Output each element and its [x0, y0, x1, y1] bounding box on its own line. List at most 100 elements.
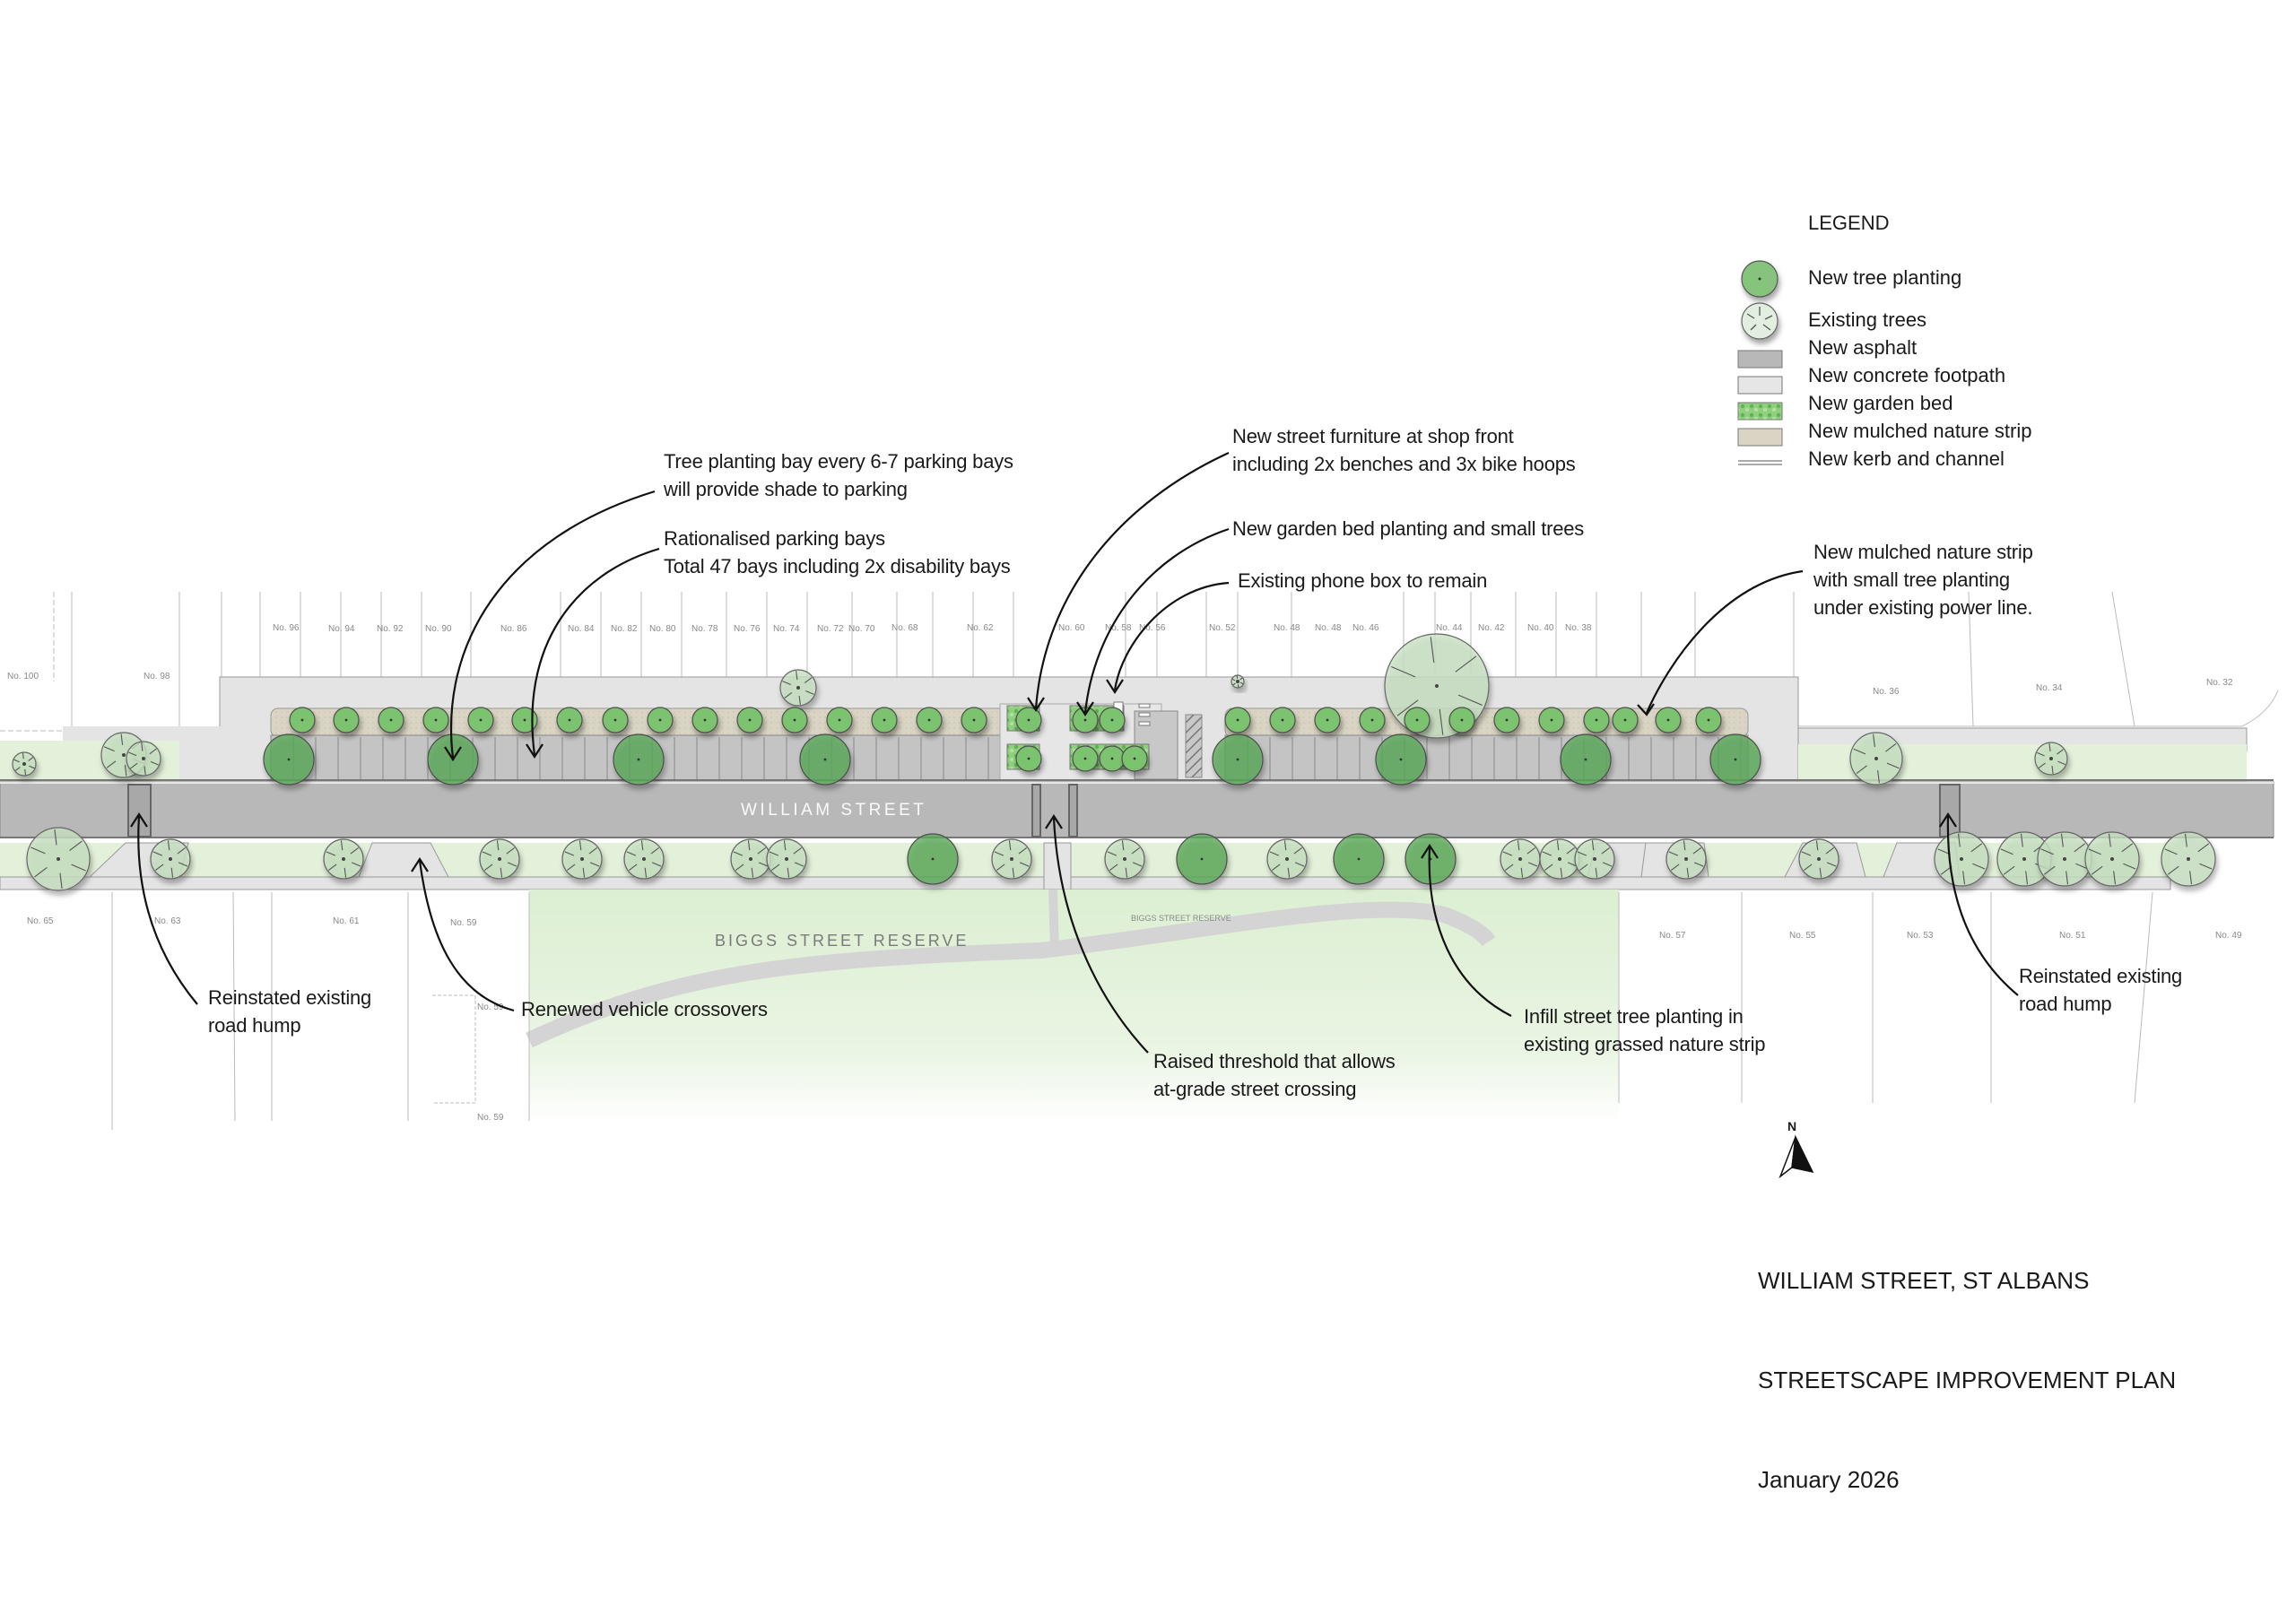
svg-text:BIGGS STREET RESERVE: BIGGS STREET RESERVE: [715, 932, 969, 950]
svg-text:No. 80: No. 80: [649, 624, 676, 634]
new-tree: [1099, 745, 1126, 772]
legend-item-concrete: New concrete footpath: [1808, 364, 2006, 386]
new-tree: [602, 707, 629, 733]
new-tree: [1612, 707, 1639, 733]
title-line-2: STREETSCAPE IMPROVEMENT PLAN: [1758, 1367, 2177, 1393]
svg-text:No. 86: No. 86: [500, 624, 527, 634]
svg-text:No. 70: No. 70: [848, 624, 875, 634]
arrow-phone: [1113, 581, 1230, 691]
existing-tree: [991, 838, 1032, 880]
annotation-phone-box: Existing phone box to remain: [1238, 569, 1488, 592]
bike-hoop: [1138, 721, 1151, 726]
svg-text:No. 32: No. 32: [2206, 678, 2233, 688]
annotation-tree-bay: Tree planting bay every 6-7 parking bays…: [664, 450, 1013, 500]
arrow-garden: [1083, 527, 1230, 714]
svg-text:No. 44: No. 44: [1436, 623, 1463, 633]
lot-labels-south: No. 65 No. 63 No. 61 No. 59 No. 59 No. 5…: [27, 916, 2242, 1123]
svg-text:No. 90: No. 90: [425, 624, 452, 634]
existing-tree: [1231, 674, 1245, 689]
svg-text:No. 74: No. 74: [773, 624, 800, 634]
existing-tree: [323, 838, 364, 880]
svg-text:No. 48: No. 48: [1274, 623, 1300, 633]
existing-tree: [1539, 838, 1580, 880]
lot-labels-north: No. 100 No. 98 No. 96 No. 94 No. 92 No. …: [7, 623, 2233, 697]
title-block: WILLIAM STREET, ST ALBANS STREETSCAPE IM…: [1758, 1198, 2176, 1530]
kerb-icon: [1738, 460, 1782, 465]
svg-text:No. 62: No. 62: [967, 623, 994, 633]
svg-text:No. 57: No. 57: [1659, 931, 1686, 941]
new-tree: [422, 707, 449, 733]
mulch-swatch: [1737, 428, 1783, 447]
svg-text:No. 38: No. 38: [1565, 623, 1592, 633]
bike-hoop: [1138, 703, 1151, 708]
existing-tree: [561, 838, 603, 880]
new-tree: [691, 707, 718, 733]
new-tree: [1695, 707, 1722, 733]
lot-boundaries-north: [0, 591, 2279, 732]
new-tree: [1176, 833, 1228, 885]
svg-text:No. 46: No. 46: [1352, 623, 1379, 633]
new-tree: [1212, 733, 1264, 785]
arrow-mulch: [1645, 569, 1804, 714]
road-hump-west: [127, 784, 152, 838]
arrow-hump-east: [1946, 815, 2019, 996]
existing-tree: [479, 838, 520, 880]
legend-title: LEGEND: [1808, 212, 1890, 234]
existing-tree: [2084, 831, 2140, 887]
svg-text:No. 78: No. 78: [691, 624, 718, 634]
annotation-furniture: New street furniture at shop front inclu…: [1232, 425, 1576, 475]
new-tree: [1538, 707, 1565, 733]
lot-boundaries-south: [111, 891, 2153, 1130]
new-tree: [378, 707, 404, 733]
annotation-threshold: Raised threshold that allows at-grade st…: [1153, 1050, 1396, 1100]
svg-text:No. 72: No. 72: [817, 624, 844, 634]
existing-tree: [12, 751, 37, 777]
svg-text:No. 63: No. 63: [154, 916, 181, 926]
new-tree: [961, 707, 987, 733]
new-tree: [1224, 707, 1251, 733]
svg-text:No. 76: No. 76: [734, 624, 761, 634]
new-tree: [1404, 707, 1431, 733]
new-tree: [1314, 707, 1341, 733]
svg-text:No. 59: No. 59: [450, 918, 477, 928]
svg-text:No. 68: No. 68: [891, 623, 918, 633]
existing-tree: [2034, 742, 2068, 776]
svg-text:No. 53: No. 53: [1907, 931, 1934, 941]
new-tree: [511, 707, 538, 733]
new-tree: [1015, 745, 1042, 772]
existing-tree: [730, 838, 771, 880]
svg-text:No. 96: No. 96: [273, 623, 300, 633]
new-tree: [1448, 707, 1475, 733]
new-tree: [781, 707, 808, 733]
annotation-road-hump-east: Reinstated existing road hump: [2019, 965, 2183, 1015]
existing-tree: [150, 838, 191, 880]
bike-hoop: [1138, 712, 1151, 717]
road-hump-east: [1939, 784, 1961, 838]
title-line-3: January 2026: [1758, 1466, 1900, 1493]
svg-text:No. 98: No. 98: [144, 672, 170, 681]
new-tree: [826, 707, 853, 733]
new-tree: [1375, 733, 1427, 785]
north-arrow-icon: [1779, 1134, 1814, 1179]
svg-text:No. 42: No. 42: [1478, 623, 1505, 633]
svg-text:No. 65: No. 65: [27, 916, 54, 926]
arrow-furniture: [1034, 452, 1230, 709]
existing-tree: [779, 669, 817, 707]
svg-text:No. 36: No. 36: [1873, 687, 1900, 697]
existing-tree: [2037, 831, 2092, 887]
new-tree: [1359, 707, 1386, 733]
svg-text:No. 40: No. 40: [1527, 623, 1554, 633]
new-trees: [263, 707, 1761, 885]
existing-tree: [1665, 838, 1707, 880]
threshold-left: [1031, 784, 1041, 838]
svg-text:No. 56: No. 56: [1139, 623, 1166, 633]
new-tree: [613, 733, 665, 785]
legend-item-garden-bed: New garden bed: [1808, 392, 1953, 414]
svg-text:No. 55: No. 55: [1789, 931, 1816, 941]
svg-text:No. 49: No. 49: [2215, 931, 2242, 941]
street-name-label: WILLIAM STREET: [741, 801, 926, 820]
annotation-mulched-strip: New mulched nature strip with small tree…: [1813, 541, 2033, 619]
existing-tree: [1500, 838, 1541, 880]
concrete-swatch: [1737, 376, 1783, 395]
title-line-1: WILLIAM STREET, ST ALBANS: [1758, 1267, 2090, 1294]
